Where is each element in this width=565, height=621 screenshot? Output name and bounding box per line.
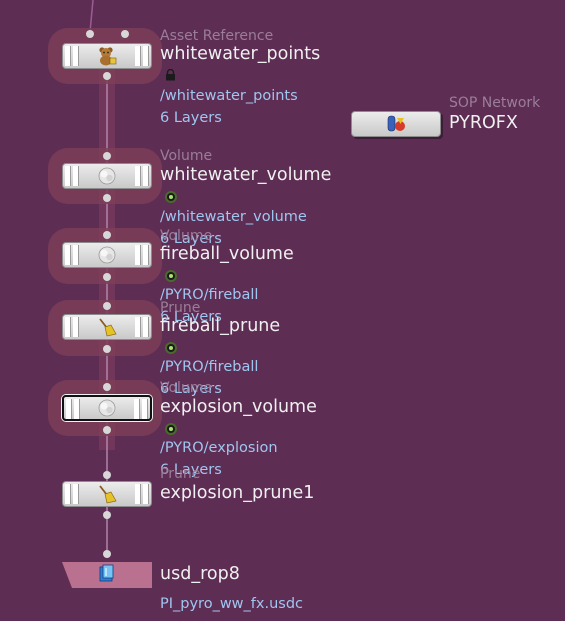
- input-port[interactable]: [103, 302, 111, 310]
- display-flag-icon[interactable]: [165, 342, 177, 354]
- bypass-flag[interactable]: [65, 166, 71, 186]
- node-info-path: /PYRO/explosion: [160, 440, 278, 456]
- bypass-flag[interactable]: [65, 484, 71, 504]
- display-flag[interactable]: [143, 245, 149, 265]
- node-info-layers: 6 Layers: [160, 462, 222, 478]
- template-flag[interactable]: [135, 317, 141, 337]
- display-flag[interactable]: [143, 46, 149, 66]
- display-flag-icon[interactable]: [165, 423, 177, 435]
- input-port[interactable]: [86, 30, 94, 38]
- node-explosion-volume[interactable]: [62, 395, 152, 421]
- cloud-icon: [94, 397, 120, 419]
- usd-render-icon: [99, 564, 114, 582]
- sop-network-icon: [385, 113, 409, 139]
- input-port[interactable]: [103, 152, 111, 160]
- node-type-label: Volume: [160, 148, 213, 164]
- node-name-label[interactable]: explosion_volume: [160, 397, 317, 417]
- node-name-label[interactable]: PYROFX: [449, 113, 518, 133]
- display-flag[interactable]: [143, 484, 149, 504]
- node-name-label[interactable]: fireball_volume: [160, 244, 294, 264]
- node-whitewater-points[interactable]: [62, 43, 152, 69]
- input-port[interactable]: [121, 30, 129, 38]
- cloud-icon: [94, 165, 120, 187]
- template-flag[interactable]: [135, 46, 141, 66]
- bypass-flag[interactable]: [65, 46, 71, 66]
- node-whitewater-volume[interactable]: [62, 163, 152, 189]
- template-flag[interactable]: [135, 166, 141, 186]
- node-type-label: Volume: [160, 228, 213, 244]
- node-usd-rop8[interactable]: [62, 562, 152, 588]
- display-flag[interactable]: [142, 399, 148, 419]
- node-pyrofx[interactable]: [351, 111, 441, 137]
- lock-flag[interactable]: [74, 399, 80, 419]
- bypass-flag[interactable]: [65, 317, 71, 337]
- broom-icon: [94, 483, 120, 505]
- node-explosion-prune1[interactable]: [62, 481, 152, 507]
- display-flag[interactable]: [143, 317, 149, 337]
- node-type-label: Volume: [160, 380, 213, 396]
- node-fireball-volume[interactable]: [62, 242, 152, 268]
- teddy-bear-icon: [94, 45, 120, 67]
- bypass-flag[interactable]: [65, 245, 71, 265]
- input-port[interactable]: [103, 383, 111, 391]
- display-flag-icon[interactable]: [165, 270, 177, 282]
- node-type-label: Prune: [160, 466, 201, 482]
- lock-flag[interactable]: [73, 46, 79, 66]
- node-type-label: SOP Network: [449, 95, 541, 111]
- node-info-layers: 6 Layers: [160, 110, 222, 126]
- input-port[interactable]: [103, 231, 111, 239]
- input-port[interactable]: [103, 550, 111, 558]
- node-info-path: /whitewater_volume: [160, 209, 307, 225]
- node-type-label: Prune: [160, 300, 201, 316]
- node-name-label[interactable]: usd_rop8: [160, 564, 240, 584]
- node-name-label[interactable]: explosion_prune1: [160, 483, 315, 503]
- output-port[interactable]: [103, 426, 111, 434]
- output-port[interactable]: [103, 511, 111, 519]
- lock-flag[interactable]: [73, 317, 79, 337]
- template-flag[interactable]: [135, 484, 141, 504]
- output-port[interactable]: [103, 194, 111, 202]
- node-info-path: /whitewater_points: [160, 88, 298, 104]
- display-flag-icon[interactable]: [165, 191, 177, 203]
- node-info-layers: 6 Layers: [160, 309, 222, 325]
- output-port[interactable]: [103, 72, 111, 80]
- output-port[interactable]: [103, 345, 111, 353]
- lock-flag[interactable]: [73, 484, 79, 504]
- node-name-label[interactable]: whitewater_points: [160, 44, 321, 64]
- node-type-label: Asset Reference: [160, 28, 274, 44]
- input-port[interactable]: [103, 471, 111, 479]
- output-port[interactable]: [103, 273, 111, 281]
- node-name-label[interactable]: fireball_prune: [160, 316, 281, 336]
- lock-icon: [166, 69, 175, 81]
- broom-icon: [94, 316, 120, 338]
- node-fireball-prune[interactable]: [62, 314, 152, 340]
- output-file-label: PI_pyro_ww_fx.usdc: [160, 596, 304, 612]
- node-info-path: /PYRO/fireball: [160, 359, 259, 375]
- wire-input-top: [89, 0, 94, 33]
- template-flag[interactable]: [135, 245, 141, 265]
- lock-flag[interactable]: [73, 166, 79, 186]
- node-info-path: /PYRO/fireball: [160, 287, 259, 303]
- cloud-icon: [94, 244, 120, 266]
- lock-flag[interactable]: [73, 245, 79, 265]
- display-flag[interactable]: [143, 166, 149, 186]
- template-flag[interactable]: [134, 399, 140, 419]
- node-info-layers: 6 Layers: [160, 231, 222, 247]
- node-info-layers: 6 Layers: [160, 381, 222, 397]
- node-name-label[interactable]: whitewater_volume: [160, 165, 332, 185]
- bypass-flag[interactable]: [66, 399, 72, 419]
